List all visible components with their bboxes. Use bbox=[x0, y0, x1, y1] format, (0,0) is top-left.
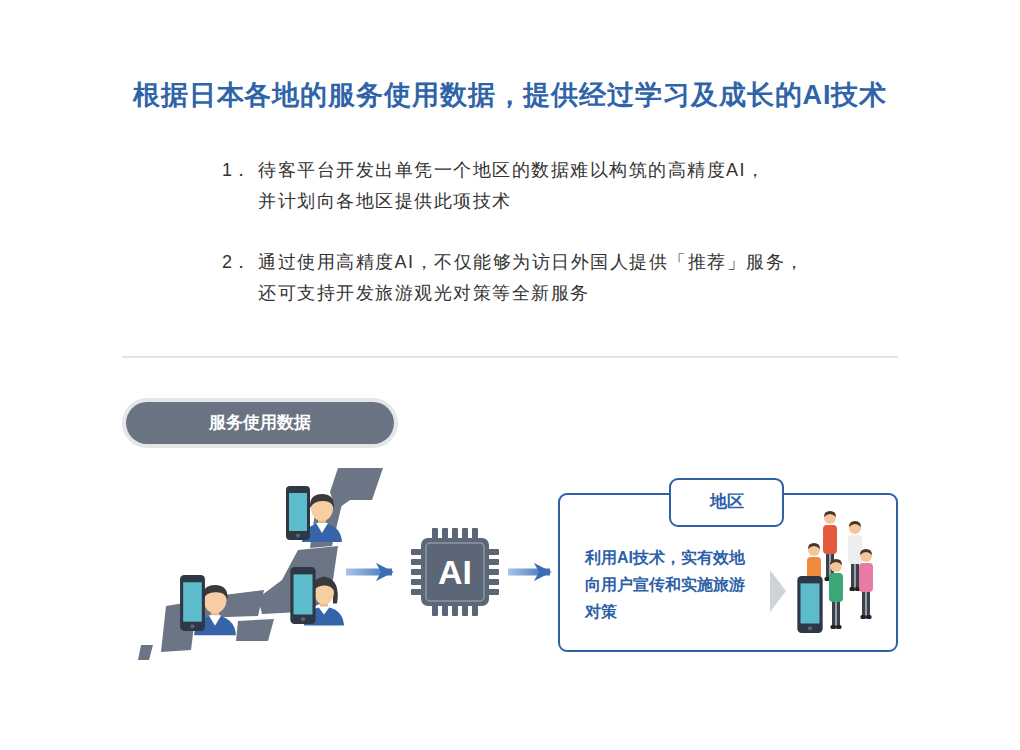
data-source-pill: 服务使用数据 bbox=[122, 398, 398, 448]
user-with-phone bbox=[286, 486, 310, 540]
region-description: 利用AI技术，实有效地向用户宣传和实施旅游对策 bbox=[585, 544, 753, 625]
people-group bbox=[797, 511, 873, 633]
data-flow-arrow bbox=[346, 569, 392, 576]
japan-map bbox=[138, 645, 153, 660]
chip-label: AI bbox=[438, 552, 472, 592]
people-group bbox=[829, 559, 843, 629]
list-item-text: 通过使用高精度AI，不仅能够为访日外国人提供「推荐」服务，还可支持开发旅游观光对… bbox=[258, 247, 814, 309]
chevron bbox=[770, 570, 786, 612]
people-group bbox=[797, 576, 822, 633]
japan-map bbox=[138, 468, 383, 660]
region-tab: 地区 bbox=[669, 478, 784, 527]
page-title: 根据日本各地的服务使用数据，提供经过学习及成长的AI技术 bbox=[0, 78, 1020, 112]
chip-outline bbox=[421, 538, 489, 606]
list-number: 1． bbox=[222, 155, 258, 186]
user-with-phone bbox=[290, 567, 315, 624]
japan-map bbox=[236, 619, 274, 641]
list-item-text: 待客平台开发出单凭一个地区的数据难以构筑的高精度AI，并计划向各地区提供此项技术 bbox=[258, 155, 776, 217]
people-group bbox=[859, 549, 873, 619]
divider-line bbox=[122, 356, 898, 357]
ai-chip: AI bbox=[410, 527, 500, 617]
chip-outline bbox=[426, 543, 484, 601]
japan-map bbox=[330, 468, 383, 510]
chip-outline bbox=[411, 528, 499, 616]
list-number: 2． bbox=[222, 247, 258, 278]
flow-arrow bbox=[508, 569, 550, 576]
region-box: 地区利用AI技术，实有效地向用户宣传和实施旅游对策 bbox=[558, 493, 898, 652]
pill-label: 服务使用数据 bbox=[126, 402, 394, 444]
user-with-phone bbox=[180, 575, 205, 631]
user-with-phone bbox=[180, 486, 344, 635]
